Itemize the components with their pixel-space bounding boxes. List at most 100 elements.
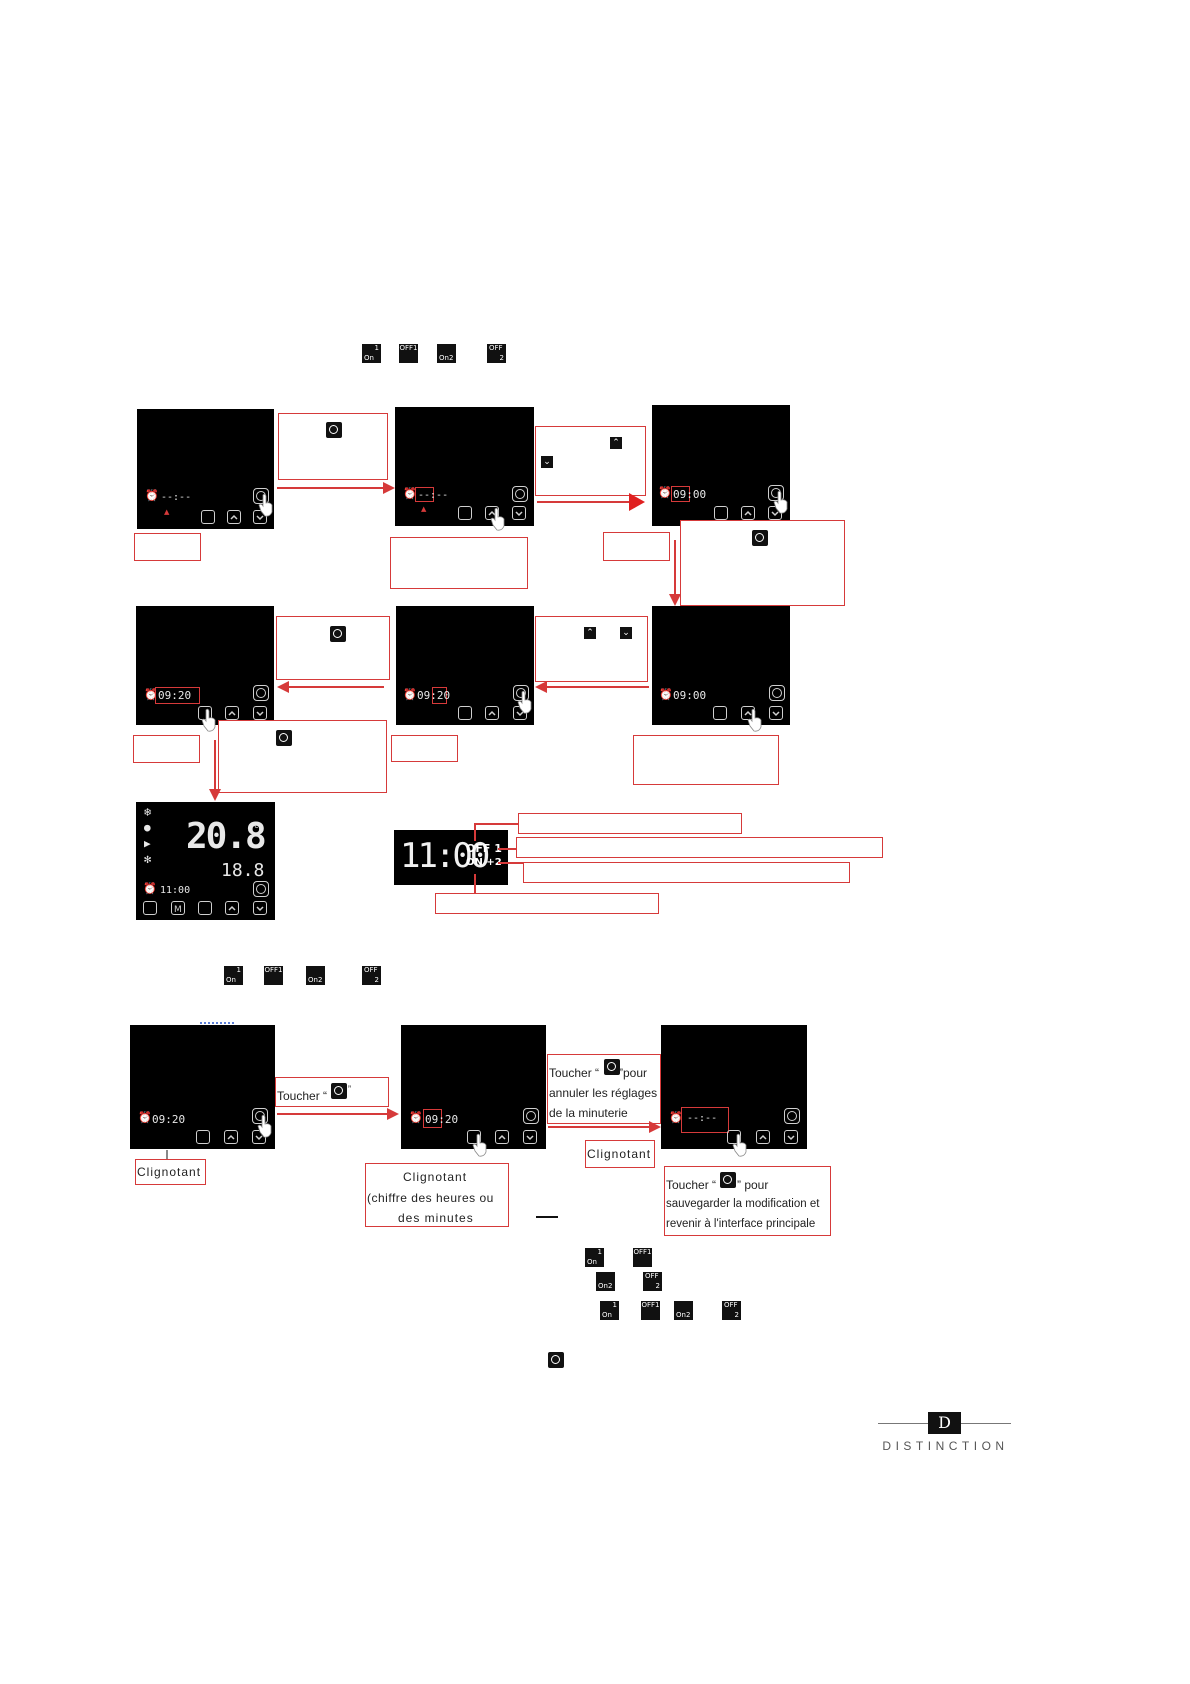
clock-button[interactable]: [523, 1108, 539, 1124]
up-button[interactable]: [227, 510, 241, 524]
clock-icon: [604, 1059, 620, 1075]
down-button[interactable]: [253, 706, 267, 720]
logo-badge: D: [928, 1412, 961, 1434]
down-button[interactable]: [769, 706, 783, 720]
up-button[interactable]: [225, 901, 239, 915]
save-line2: sauvegarder la modification et: [666, 1198, 819, 1210]
cancel-line1b: ”pour: [619, 1066, 647, 1080]
menu-button[interactable]: [143, 901, 157, 915]
off2-chip: OFF2: [722, 1301, 741, 1320]
alarm-icon: ⏰: [145, 489, 159, 502]
screen-3-time: 09:00: [673, 488, 706, 501]
screen-1: ⏰ --:-- ▲: [137, 409, 274, 529]
alarm-icon: ⏰: [409, 1111, 423, 1124]
arrow-right: [387, 1108, 399, 1120]
blink-marker: ▲: [421, 505, 426, 513]
save-line3: revenir à l'interface principale: [666, 1218, 815, 1230]
mode-m-button[interactable]: M: [171, 901, 185, 915]
bottom-screen-2: ⏰ 09:20: [401, 1025, 546, 1149]
alarm-icon: ⏰: [403, 688, 417, 701]
clock-button[interactable]: [784, 1108, 800, 1124]
play-icon: ▶: [144, 837, 151, 850]
up-button[interactable]: [741, 506, 755, 520]
cancel-line1a: Toucher “: [549, 1066, 599, 1080]
note-box-7b: [516, 837, 883, 858]
timer-display-on: ON +2: [466, 857, 502, 868]
screen-2-time: --:--: [418, 490, 448, 501]
note-box-4b: [133, 735, 200, 763]
hand-pointer-icon: [731, 1133, 749, 1157]
arrow-right: [649, 1121, 661, 1133]
power-button[interactable]: [201, 510, 215, 524]
up-button[interactable]: [756, 1130, 770, 1144]
arrow-down: [669, 594, 681, 606]
clock-button[interactable]: [253, 685, 269, 701]
down-button[interactable]: [784, 1130, 798, 1144]
clignotant3-line1: Clignotant: [403, 1170, 467, 1184]
hand-pointer-icon: [257, 493, 275, 517]
on2-chip: On2: [674, 1301, 693, 1320]
logo: D DISTINCTION: [878, 1412, 1013, 1457]
cancel-line2: annuler les réglages: [549, 1086, 657, 1100]
alarm-icon: ⏰: [138, 1111, 152, 1124]
home-temp-small: 18.8: [221, 860, 264, 881]
toucher-box: Toucher “ ”: [275, 1077, 389, 1107]
power-button[interactable]: [714, 506, 728, 520]
screen-2: ⏰ --:-- ▲: [395, 407, 534, 526]
hand-pointer-icon: [471, 1133, 489, 1157]
clignotant-box-3: Clignotant (chiffre des heures ou des mi…: [365, 1163, 509, 1227]
hand-pointer-icon: [256, 1114, 274, 1138]
down-chevron-icon: ⌄: [541, 456, 553, 468]
power-button[interactable]: [458, 506, 472, 520]
power-button[interactable]: [196, 1130, 210, 1144]
note-box-1a: [134, 533, 201, 561]
up-button[interactable]: [485, 706, 499, 720]
power-icon: [548, 1352, 564, 1368]
clock-button[interactable]: [769, 685, 785, 701]
timer-display: 11:00 OFF 1 ON +2: [394, 830, 508, 885]
clock-icon: [331, 1083, 347, 1099]
power-button[interactable]: [458, 706, 472, 720]
clock-button[interactable]: [253, 881, 269, 897]
alarm-icon: ⏰: [659, 688, 673, 701]
clignotant3-line3: des minutes: [398, 1211, 474, 1225]
note-box-3b: [680, 520, 845, 606]
connector: [474, 874, 476, 893]
off1-chip: OFF1: [641, 1301, 660, 1320]
timer-display-off: OFF 1: [466, 842, 502, 855]
connector: [288, 686, 384, 688]
clock-button[interactable]: [512, 486, 528, 502]
connector: [277, 487, 384, 489]
note-box-6a: [633, 735, 779, 785]
connector: [166, 1150, 168, 1159]
down-button[interactable]: [523, 1130, 537, 1144]
power-button[interactable]: [198, 901, 212, 915]
connector: [474, 823, 476, 841]
hand-pointer-icon: [746, 708, 764, 732]
logo-letter: D: [938, 1413, 951, 1432]
clignotant-box-2: Clignotant: [585, 1140, 655, 1168]
arrow-down: [209, 789, 221, 801]
hand-pointer-icon: [489, 507, 507, 531]
arrow-right: [383, 482, 395, 494]
clignotant-label-2: Clignotant: [587, 1147, 651, 1161]
power-button[interactable]: [713, 706, 727, 720]
on2-chip: On2: [437, 344, 456, 363]
note-box-2a: [390, 537, 528, 589]
on1-chip: 1On: [600, 1301, 619, 1320]
connector: [498, 848, 516, 850]
down-button[interactable]: [253, 901, 267, 915]
note-box-7d: [435, 893, 659, 914]
down-button[interactable]: [512, 506, 526, 520]
up-button[interactable]: [495, 1130, 509, 1144]
note-box-1b: [278, 413, 388, 480]
clignotant-label: Clignotant: [137, 1165, 201, 1179]
toucher-label-end: ”: [348, 1084, 351, 1094]
screen-6: ⏰ 09:00: [652, 606, 790, 725]
connector: [214, 740, 216, 790]
note-box-3a: [603, 532, 670, 561]
home-time: 11:00: [160, 885, 190, 896]
up-button[interactable]: [224, 1130, 238, 1144]
up-button[interactable]: [225, 706, 239, 720]
